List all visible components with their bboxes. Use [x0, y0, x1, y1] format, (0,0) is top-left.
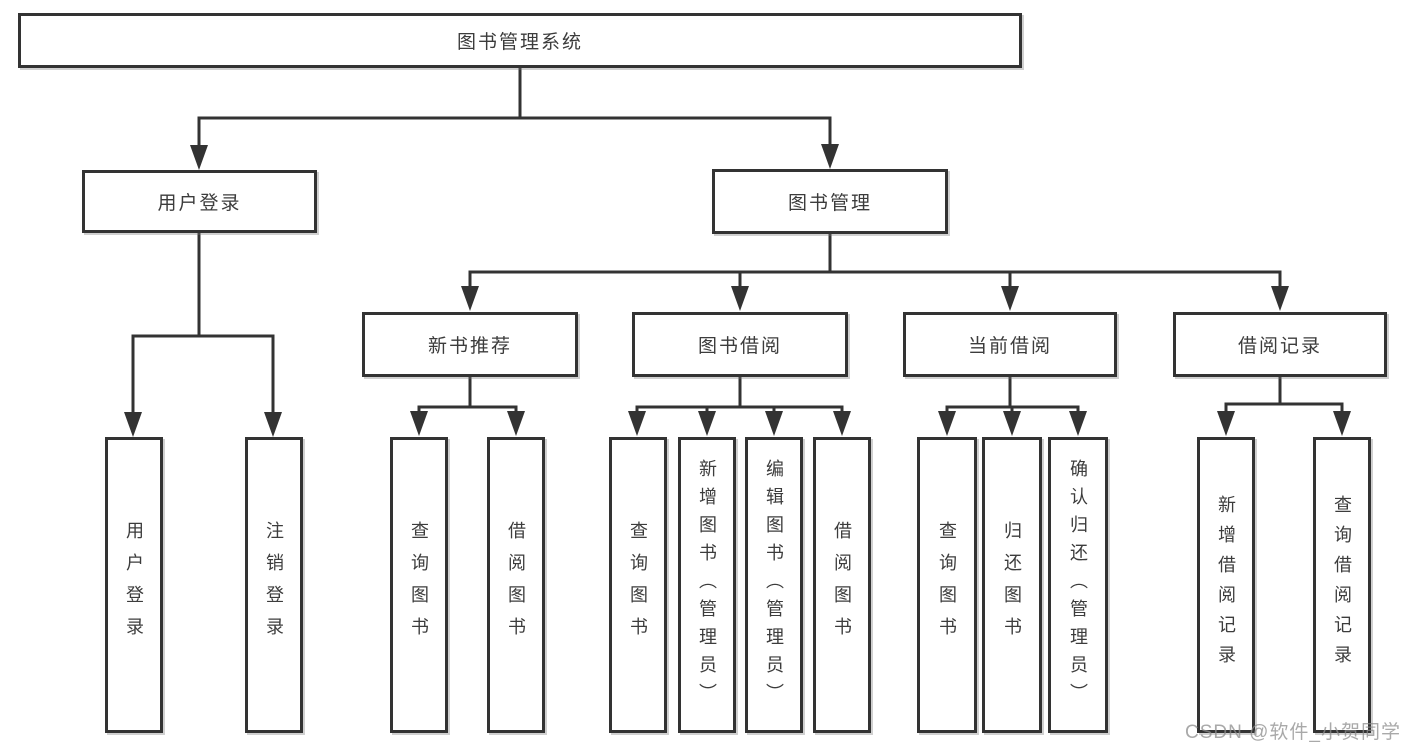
leaf-query-borrow-record: 查询借阅记录: [1313, 437, 1371, 733]
leaf-return-book: 归还图书: [982, 437, 1042, 733]
node-label: 图书借阅: [697, 336, 782, 357]
node-label: 新增借阅记录: [1216, 495, 1236, 675]
node-book-borrowing: 图书借阅: [632, 312, 848, 377]
leaf-confirm-return-admin: 确认归还（管理员）: [1048, 437, 1108, 733]
node-label: 查询图书: [937, 521, 957, 649]
node-label: 确认归还（管理员）: [1068, 459, 1088, 711]
leaf-add-book-admin: 新增图书（管理员）: [678, 437, 736, 733]
node-label: 查询借阅记录: [1332, 495, 1352, 675]
node-label: 图书管理系统: [456, 32, 583, 53]
node-borrowing-records: 借阅记录: [1173, 312, 1387, 377]
node-label: 归还图书: [1002, 521, 1022, 649]
node-label: 查询图书: [409, 521, 429, 649]
node-label: 用户登录: [124, 521, 144, 649]
node-user-login: 用户登录: [82, 170, 317, 233]
leaf-logout: 注销登录: [245, 437, 303, 733]
leaf-query-books-borrowing: 查询图书: [609, 437, 667, 733]
leaf-add-borrow-record: 新增借阅记录: [1197, 437, 1255, 733]
node-label: 当前借阅: [967, 336, 1052, 357]
node-new-book-recommend: 新书推荐: [362, 312, 578, 377]
node-label: 用户登录: [157, 193, 242, 214]
node-label: 借阅图书: [832, 521, 852, 649]
node-label: 新增图书（管理员）: [697, 459, 717, 711]
node-label: 新书推荐: [427, 336, 512, 357]
node-root-system: 图书管理系统: [18, 13, 1022, 68]
node-label: 借阅记录: [1237, 336, 1322, 357]
leaf-query-books-current: 查询图书: [917, 437, 977, 733]
node-current-borrowing: 当前借阅: [903, 312, 1117, 377]
leaf-borrow-books-borrowing: 借阅图书: [813, 437, 871, 733]
leaf-edit-book-admin: 编辑图书（管理员）: [745, 437, 803, 733]
node-label: 图书管理: [787, 193, 872, 214]
csdn-watermark: CSDN @软件_小贺同学: [1185, 722, 1401, 743]
node-label: 借阅图书: [506, 521, 526, 649]
node-label: 编辑图书（管理员）: [764, 459, 784, 711]
leaf-user-login: 用户登录: [105, 437, 163, 733]
leaf-borrow-books-recommend: 借阅图书: [487, 437, 545, 733]
node-label: 注销登录: [264, 521, 284, 649]
node-label: 查询图书: [628, 521, 648, 649]
arrowheads: [124, 144, 1351, 437]
leaf-query-books-recommend: 查询图书: [390, 437, 448, 733]
node-book-management: 图书管理: [712, 169, 948, 234]
